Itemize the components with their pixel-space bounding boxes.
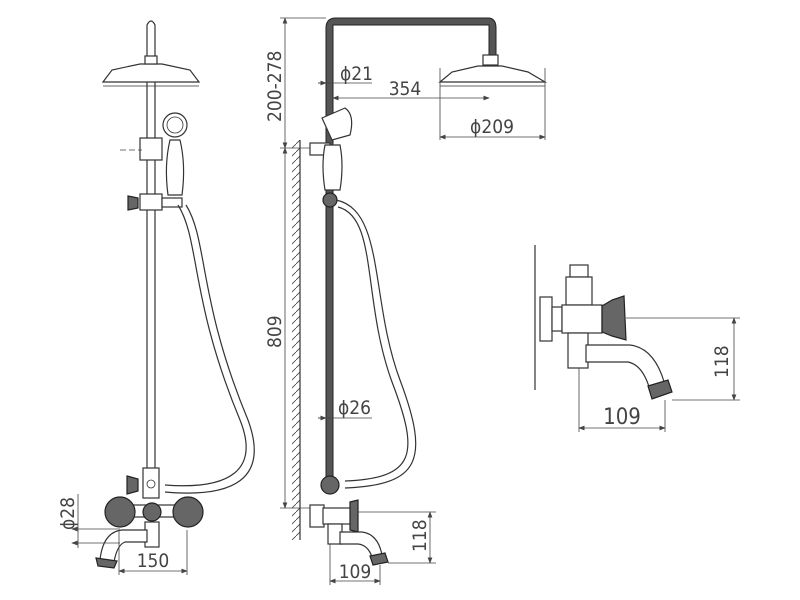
hand-shower-icon [162,112,188,138]
holder-bracket [139,137,163,161]
diverter-body [142,467,160,499]
side-hose [335,199,417,489]
side-handshower-handle [322,144,343,191]
slider [139,193,163,211]
hose [164,204,247,487]
hand-shower-handle [165,139,185,196]
side-slider-knob-icon [322,192,338,208]
side-spout-height-label: 118 [409,519,431,552]
side-mixer-body [322,507,352,525]
inlet-diameter-label: ϕ28 [57,497,79,530]
detail-spout-height-label: 118 [711,345,733,378]
arm-diameter-label: ϕ21 [340,63,373,85]
detail-valve-body [561,304,603,334]
column-diameter-label: ϕ26 [338,397,371,419]
detail-valve-knob-icon [601,295,627,341]
hot-knob-icon [104,496,136,528]
inlet-spacing-label: 150 [137,550,170,572]
side-shower-head-icon [438,65,548,83]
shower-column [146,59,156,471]
detail-view: 118 109 [534,245,740,432]
slider-knob-icon [127,195,139,211]
detail-spout [585,344,666,391]
column-top [146,20,156,61]
side-view: 200-278 809 ϕ21 354 ϕ209 ϕ26 118 109 [264,17,548,585]
cold-knob-icon [172,496,204,528]
arm-length-label: 354 [389,78,422,100]
column-height-label: 809 [264,315,286,348]
upper-connector [565,276,593,306]
center-cap-icon [142,502,162,522]
shower-head-icon [101,63,201,83]
head-diameter-label: ϕ209 [470,116,514,138]
side-diverter-icon [320,475,340,495]
detail-spout-length-label: 109 [603,405,641,430]
wall-hatch [292,140,300,540]
side-handshower-head [321,107,353,141]
diverter-knob-icon [126,475,139,495]
side-spout [339,531,383,558]
wall-flange [539,296,553,342]
arm-height-label: 200-278 [264,51,286,122]
front-view: ϕ28 150 [57,20,255,575]
side-spout-length-label: 109 [339,561,372,583]
